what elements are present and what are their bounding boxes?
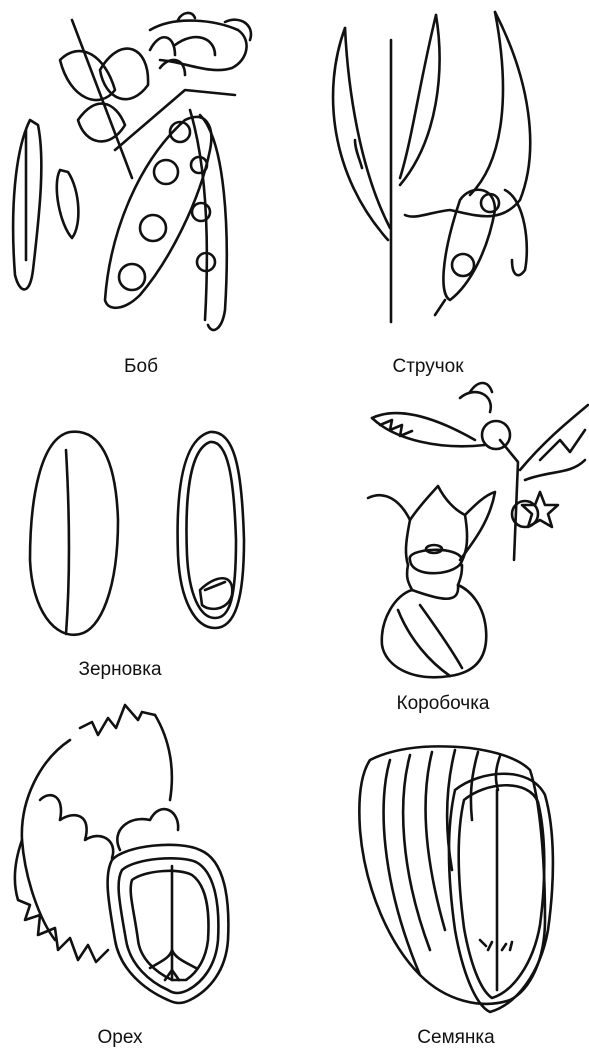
capsule-drawing bbox=[368, 383, 588, 677]
label-struchok: Стручок bbox=[392, 357, 463, 376]
label-zernovka: Зерновка bbox=[78, 660, 161, 679]
achene-drawing bbox=[359, 746, 553, 1012]
bean-pod-drawing bbox=[13, 13, 251, 330]
label-orekh: Орех bbox=[98, 1028, 143, 1047]
label-korobochka: Коробочка bbox=[397, 694, 490, 713]
label-bob: Боб bbox=[124, 357, 158, 376]
caryopsis-drawing bbox=[30, 432, 244, 635]
label-semyanka: Семянка bbox=[417, 1028, 494, 1047]
silique-drawing bbox=[333, 12, 530, 322]
nut-drawing bbox=[15, 705, 229, 1003]
